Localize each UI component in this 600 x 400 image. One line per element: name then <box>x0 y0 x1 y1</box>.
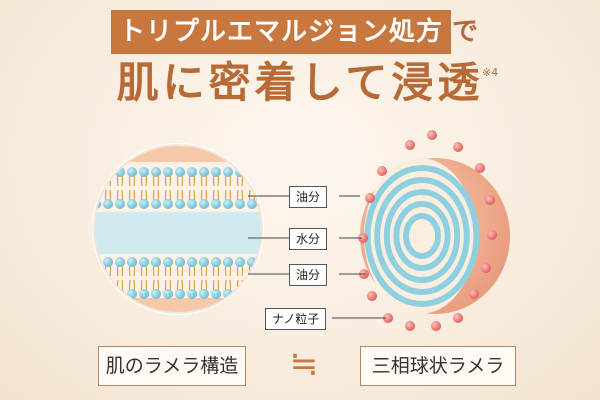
lipid-head-bead <box>127 199 137 209</box>
nano-particle <box>475 163 485 173</box>
lipid-head-bead <box>139 199 149 209</box>
lamella-ring <box>403 213 441 259</box>
lipid-head-bead <box>211 289 221 299</box>
lipid-head-bead <box>163 257 173 267</box>
label-oil-bottom: 油分 <box>289 264 328 286</box>
label-nanoparticle: ナノ粒子 <box>265 308 327 330</box>
lipid-head-bead <box>223 167 233 177</box>
lipid-head-bead <box>247 199 257 209</box>
lipid-head-bead <box>94 167 101 177</box>
lipid-head-bead <box>235 257 245 267</box>
lipid-head-bead <box>235 199 245 209</box>
label-connectors <box>248 195 386 319</box>
skin-lamellar-circle <box>92 143 264 315</box>
lipid-head-bead <box>139 167 149 177</box>
lipid-head-bead <box>163 289 173 299</box>
lipid-head-bead <box>127 167 137 177</box>
lipid-head-bead <box>103 257 113 267</box>
lamella-ring <box>393 201 451 271</box>
lipid-head-bead <box>199 167 209 177</box>
lipid-head-bead <box>103 289 113 299</box>
spherical-lamella <box>358 130 510 331</box>
lamella-ring <box>364 165 480 307</box>
lipid-head-bead <box>163 167 173 177</box>
nano-particle <box>469 289 479 299</box>
lipid-head-bead <box>211 199 221 209</box>
headline-suffix: で <box>452 17 479 47</box>
lipid-head-bead <box>247 167 257 177</box>
nano-particle <box>431 321 441 331</box>
lipid-head-bead <box>115 257 125 267</box>
lipid-head-bead <box>199 257 209 267</box>
nano-particle <box>358 233 368 243</box>
lipid-head-bead <box>223 257 233 267</box>
lipid-head-bead <box>247 289 257 299</box>
lipid-head-bead <box>139 257 149 267</box>
nano-particle <box>453 313 463 323</box>
nano-particle <box>453 142 463 152</box>
lipid-head-bead <box>199 289 209 299</box>
lipid-head-bead <box>211 257 221 267</box>
lipid-head-bead <box>175 199 185 209</box>
nano-particle <box>481 263 491 273</box>
skin-lamellar-label: 肌のラメラ構造 <box>98 346 246 386</box>
lipid-head-bead <box>151 167 161 177</box>
nano-particle <box>365 193 375 203</box>
subheadline: 肌に密着して浸透 <box>116 58 484 107</box>
lipid-head-bead <box>151 289 161 299</box>
lipid-head-bead <box>151 199 161 209</box>
nano-particle <box>367 291 377 301</box>
nano-particle <box>383 313 393 323</box>
lipid-head-bead <box>163 199 173 209</box>
lamella-ring <box>383 189 461 283</box>
lipid-head-bead <box>175 289 185 299</box>
lipid-head-bead <box>103 199 113 209</box>
lipid-head-bead <box>199 199 209 209</box>
lipid-head-bead <box>175 257 185 267</box>
lipid-head-bead <box>127 257 137 267</box>
label-water: 水分 <box>289 228 328 250</box>
lipid-head-bead <box>187 199 197 209</box>
nano-particle <box>405 140 415 150</box>
footnote-mark: ※4 <box>482 66 499 79</box>
lipid-head-bead <box>187 167 197 177</box>
lipid-head-bead <box>211 167 221 177</box>
nano-particle <box>377 166 387 176</box>
nano-particle <box>485 195 495 205</box>
approx-equal-icon: ≒ <box>289 344 319 384</box>
nano-particle <box>427 130 437 140</box>
lipid-head-bead <box>151 257 161 267</box>
lamella-ring <box>374 177 470 295</box>
nano-particle <box>405 321 415 331</box>
lipid-head-bead <box>187 289 197 299</box>
lipid-head-bead <box>115 199 125 209</box>
headline-badge: トリプルエマルジョン処方 <box>111 10 452 54</box>
lipid-head-bead <box>175 167 185 177</box>
nano-particle <box>487 230 497 240</box>
spherical-lamella-label: 三相球状ラメラ <box>360 346 516 386</box>
lipid-head-bead <box>223 199 233 209</box>
label-oil-top: 油分 <box>289 186 328 208</box>
lipid-head-bead <box>187 257 197 267</box>
lipid-head-bead <box>94 289 101 299</box>
lipid-head-bead <box>139 289 149 299</box>
